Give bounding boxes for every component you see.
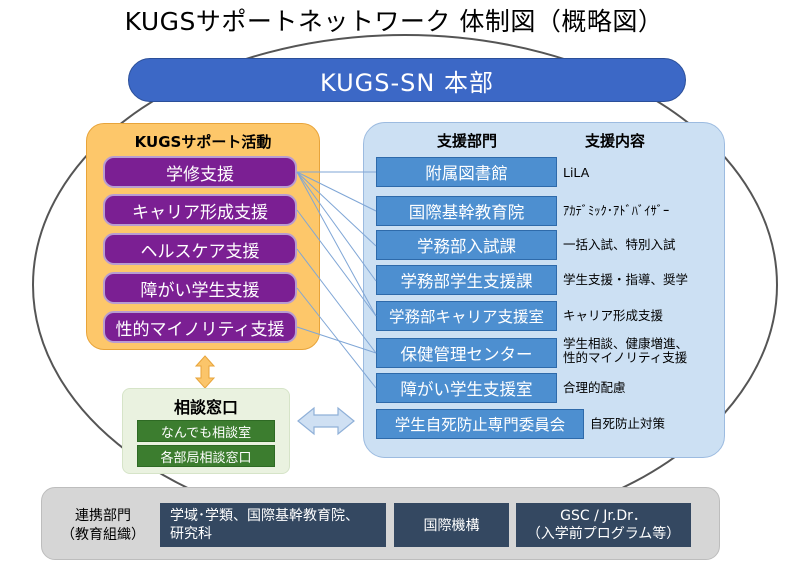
partner-gsc-jrdr: GSC / Jr.Dr． （入学前プログラム等） <box>516 503 691 547</box>
departments-heading: 支援部門 <box>437 132 498 150</box>
content-academic-advisor: ｱｶﾃﾞﾐｯｸ･ｱﾄﾞﾊﾞｲｻﾞｰ <box>563 203 670 218</box>
headquarters-bar: KUGS-SN 本部 <box>128 58 686 102</box>
partner-faculties-line2: 研究科 <box>170 526 212 542</box>
content-admissions: 一括入試、特別入試 <box>563 237 676 252</box>
activity-sexual-minority-support: 性的マイノリティ支援 <box>103 311 297 343</box>
partner-international-organization: 国際機構 <box>394 503 509 547</box>
content-student-support: 学生支援・指導、奨学 <box>563 272 689 287</box>
content-health: 学生相談、健康増進、 性的マイノリティ支援 <box>563 336 689 365</box>
partner-gsc-line1: GSC / Jr.Dr． <box>560 508 647 524</box>
content-suicide-prevention: 自死防止対策 <box>590 416 666 431</box>
contents-heading: 支援内容 <box>585 132 646 150</box>
partner-faculties: 学域･学類、国際基幹教育院、 研究科 <box>160 503 386 547</box>
partner-faculties-line1: 学域･学類、国際基幹教育院、 <box>170 508 359 524</box>
partner-gsc-line2: （入学前プログラム等） <box>526 526 681 542</box>
partners-label-line1: 連携部門 <box>75 508 131 524</box>
content-library: LiLA <box>563 165 590 180</box>
activity-learning-support: 学修支援 <box>103 156 297 188</box>
dept-health-center: 保健管理センター <box>376 338 557 368</box>
activity-disability-support: 障がい学生支援 <box>103 272 297 304</box>
content-career: キャリア形成支援 <box>563 308 664 323</box>
support-activities-heading: KUGSサポート活動 <box>134 133 272 151</box>
dept-international-core-education: 国際基幹教育院 <box>376 196 557 226</box>
activity-career-support: キャリア形成支援 <box>103 194 297 226</box>
diagram-title: KUGSサポートネットワーク 体制図（概略図） <box>124 7 664 36</box>
dept-student-support: 学務部学生支援課 <box>376 265 557 295</box>
partners-label-line2: （教育組織） <box>61 527 145 543</box>
dept-career-office: 学務部キャリア支援室 <box>376 301 557 331</box>
consultation-heading: 相談窓口 <box>173 398 238 417</box>
dept-suicide-prevention-committee: 学生自死防止専門委員会 <box>376 409 584 439</box>
consult-department-desk: 各部局相談窓口 <box>137 445 275 467</box>
dept-library: 附属図書館 <box>376 157 557 187</box>
activity-healthcare-support: ヘルスケア支援 <box>103 233 297 265</box>
content-disability: 合理的配慮 <box>563 380 626 395</box>
partners-label: 連携部門 （教育組織） <box>48 507 158 545</box>
dept-admissions: 学務部入試課 <box>376 230 557 260</box>
consult-anything-room: なんでも相談室 <box>137 420 275 442</box>
dept-disability-office: 障がい学生支援室 <box>376 373 557 403</box>
